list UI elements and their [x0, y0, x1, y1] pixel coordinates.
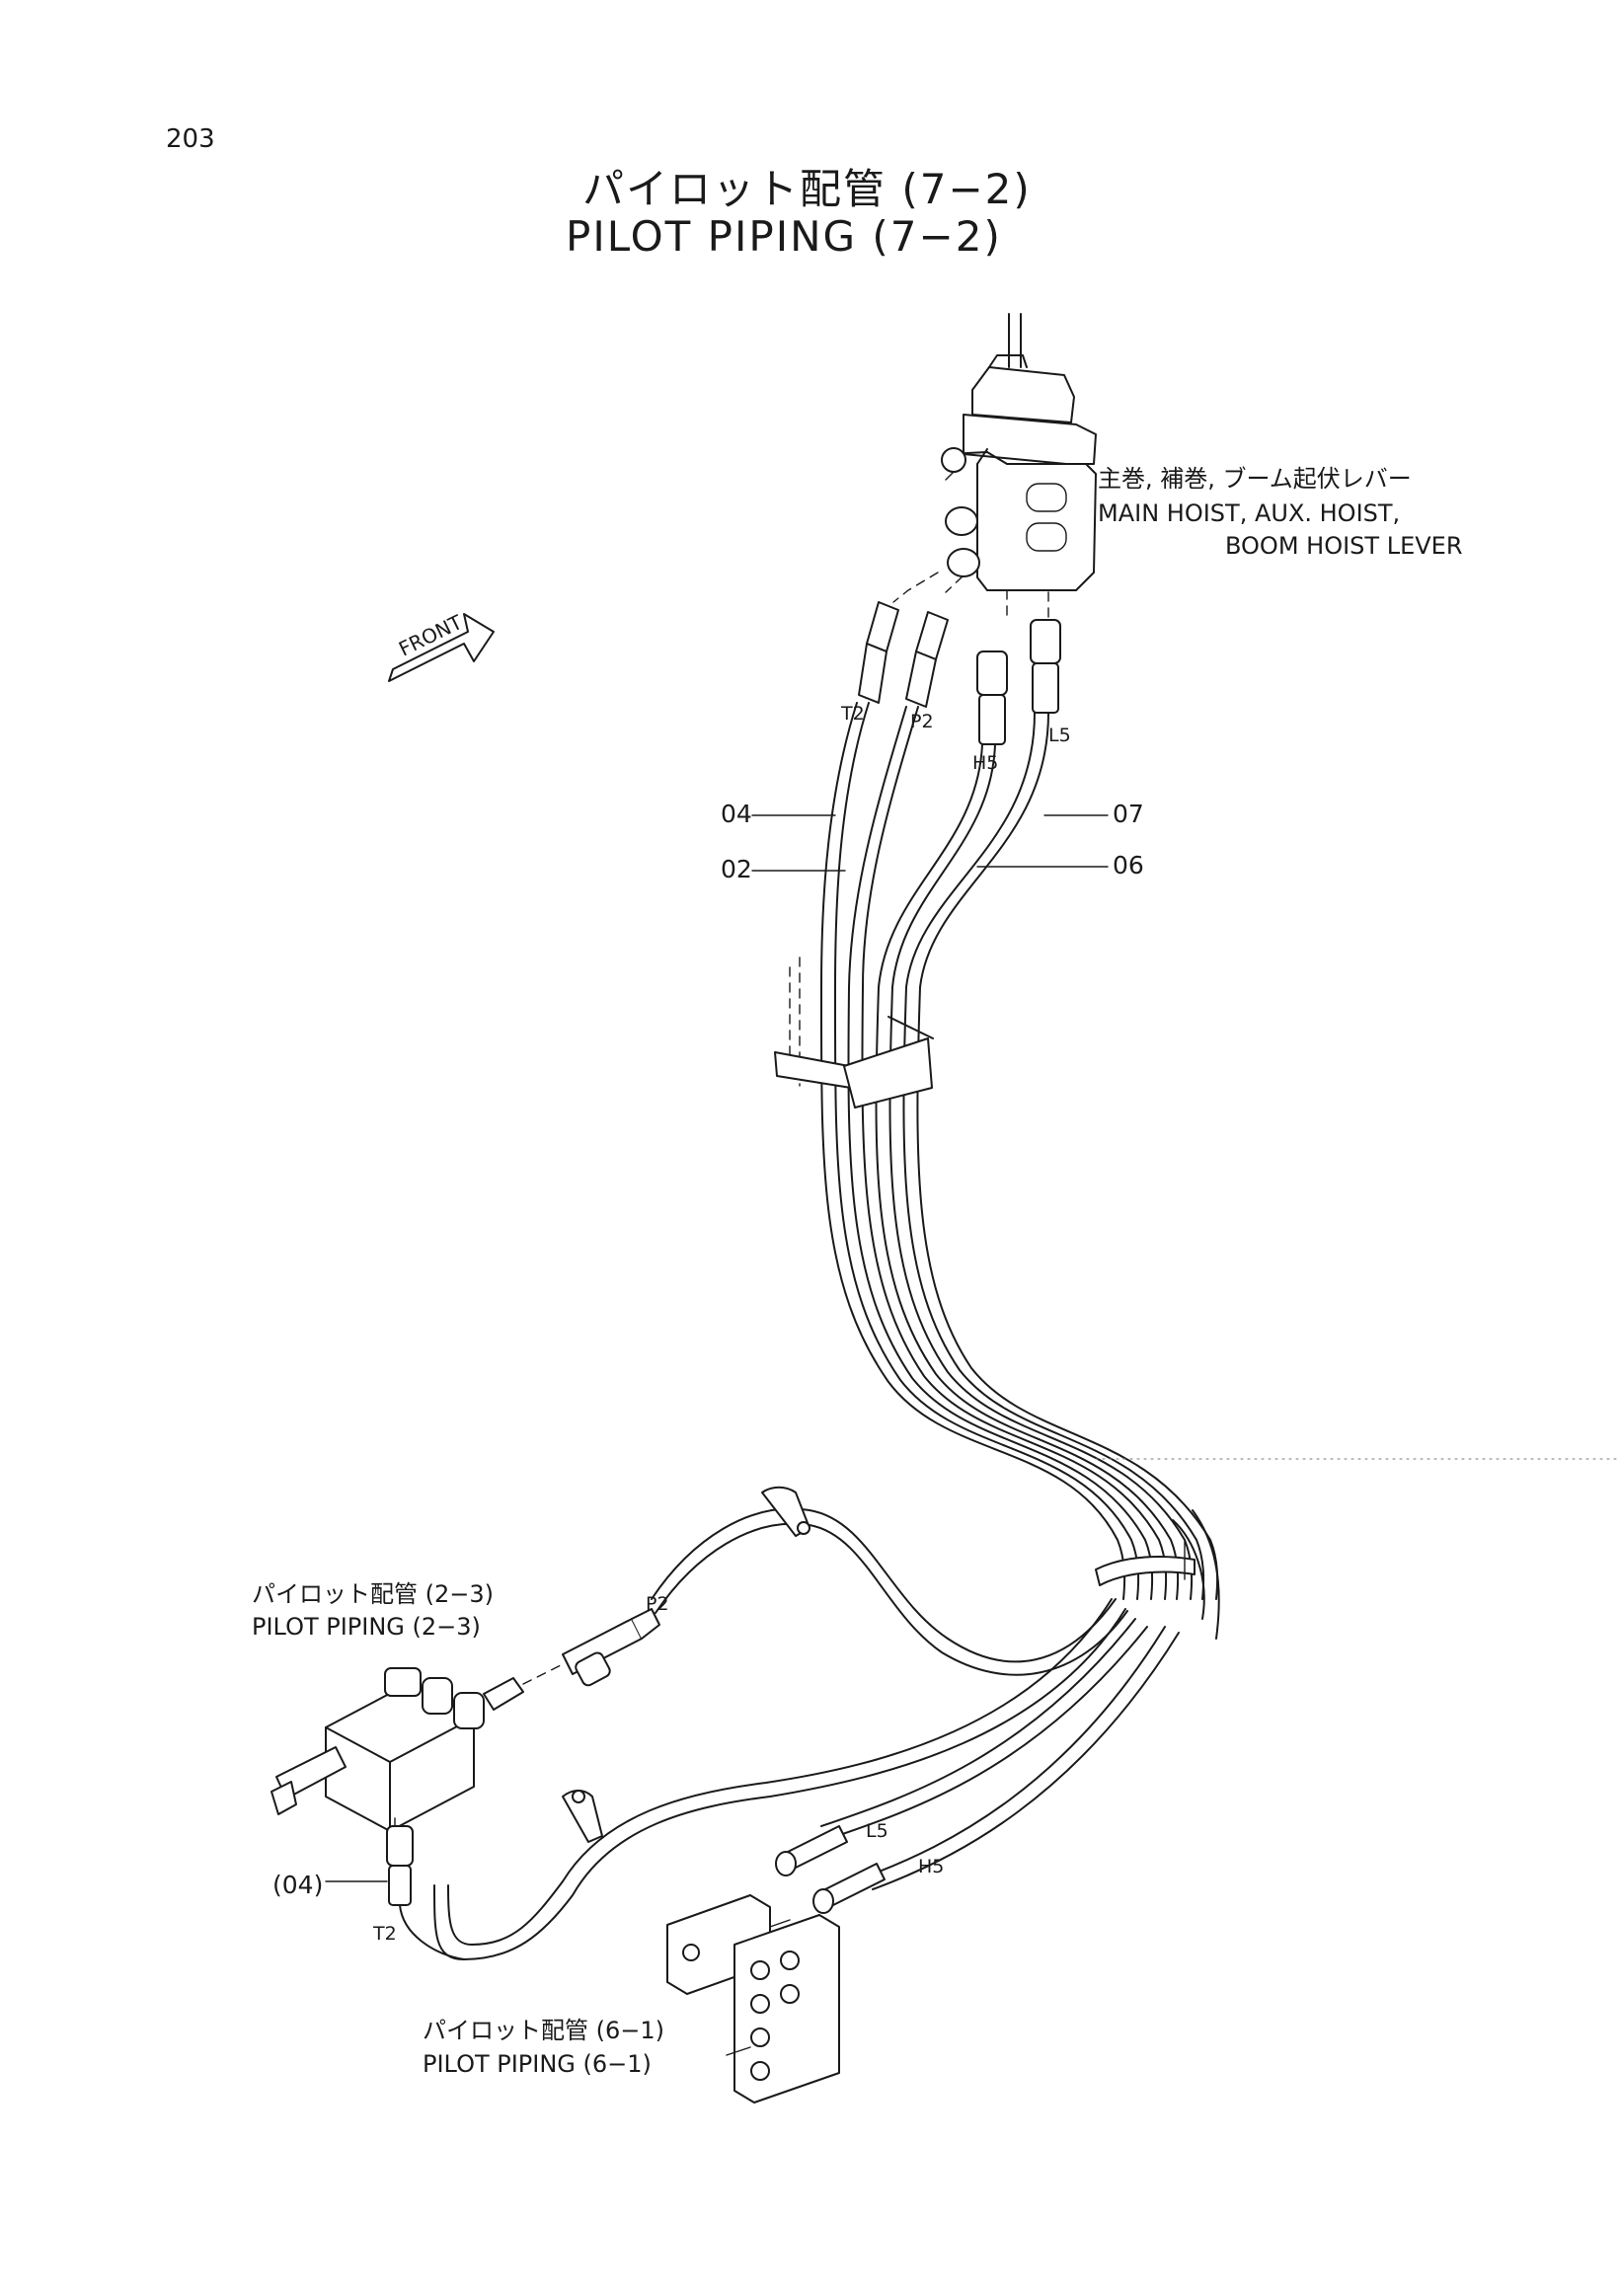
- lower-fitting-p2: [562, 1608, 660, 1687]
- front-arrow-icon: [388, 613, 495, 682]
- lower-fitting-t2: [325, 1825, 465, 1960]
- lever-callout-japanese: 主巻, 補巻, ブーム起伏レバー: [1098, 465, 1412, 493]
- page-title-english: PILOT PIPING (7−2): [566, 212, 1002, 261]
- pilot-piping-2-3-japanese: パイロット配管 (2−3): [252, 1580, 495, 1608]
- part-number-06: 06: [1113, 851, 1144, 880]
- pilot-piping-6-1-english: PILOT PIPING (6−1): [423, 2050, 652, 2078]
- port-label-l5-lower: L5: [866, 1820, 888, 1842]
- hose-bundle: [751, 702, 1219, 1600]
- upper-clamp-bracket: [774, 1016, 934, 1109]
- part-number-02: 02: [721, 855, 752, 883]
- pilot-valve-block-2-3: [270, 1663, 564, 1835]
- lower-hose-clamps: [562, 1486, 810, 1843]
- lower-hose-runs: [433, 1507, 1180, 1960]
- lever-handle: [1008, 313, 1022, 368]
- pilot-valve-block-6-1: [666, 1894, 840, 2104]
- upper-hose-fittings: [858, 601, 1061, 745]
- port-label-l5-upper: L5: [1048, 725, 1071, 746]
- page-number: 203: [166, 124, 215, 154]
- lower-clamp-bracket: [1095, 1509, 1220, 1640]
- pilot-piping-2-3-english: PILOT PIPING (2−3): [252, 1613, 481, 1641]
- pilot-piping-6-1-japanese: パイロット配管 (6−1): [423, 2017, 665, 2044]
- page-title-japanese: パイロット配管 (7−2): [582, 165, 1032, 213]
- lever-callout-english-line2: BOOM HOIST LEVER: [1225, 532, 1463, 560]
- lever-callout-english-line1: MAIN HOIST, AUX. HOIST,: [1098, 499, 1401, 527]
- lower-fittings-l5-h5: [775, 1825, 886, 1914]
- port-label-t2-lower: T2: [373, 1923, 397, 1945]
- part-number-04: 04: [721, 800, 752, 828]
- part-number-07: 07: [1113, 800, 1144, 828]
- part-number-04-reference: (04): [272, 1871, 324, 1899]
- lever-pilot-valve: [892, 354, 1097, 621]
